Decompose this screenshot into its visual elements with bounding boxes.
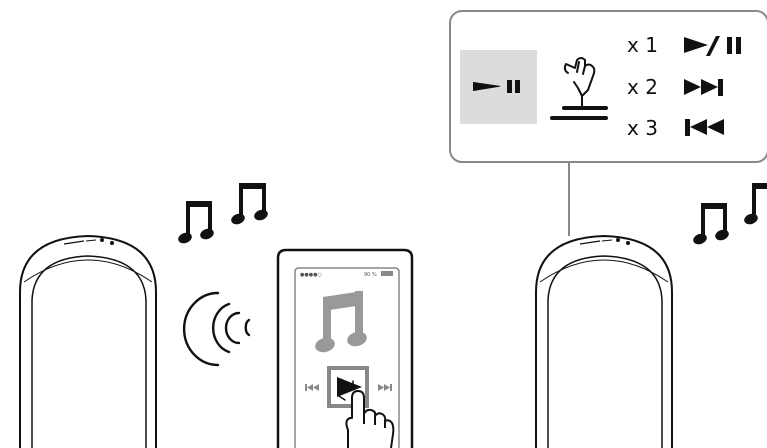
- music-notes-icon: [177, 183, 270, 245]
- press-count-1: x 1: [627, 33, 658, 57]
- pause-bar: [507, 80, 512, 93]
- play-pause-button: [460, 50, 537, 124]
- status-signal: ●●●●○: [300, 272, 322, 278]
- left-speaker: [20, 236, 156, 448]
- music-notes-icon: [692, 183, 767, 246]
- button-callout: x 1 x 2 x 3: [450, 11, 767, 162]
- smartphone: ●●●●○ 90 %: [278, 250, 412, 448]
- press-count-3: x 3: [627, 116, 658, 140]
- battery-icon: [381, 271, 393, 276]
- right-speaker: [536, 236, 672, 448]
- press-count-2: x 2: [627, 75, 658, 99]
- status-battery-level: 90 %: [364, 272, 377, 278]
- wireless-signal-icon: [184, 293, 249, 365]
- pause-bar: [515, 80, 520, 93]
